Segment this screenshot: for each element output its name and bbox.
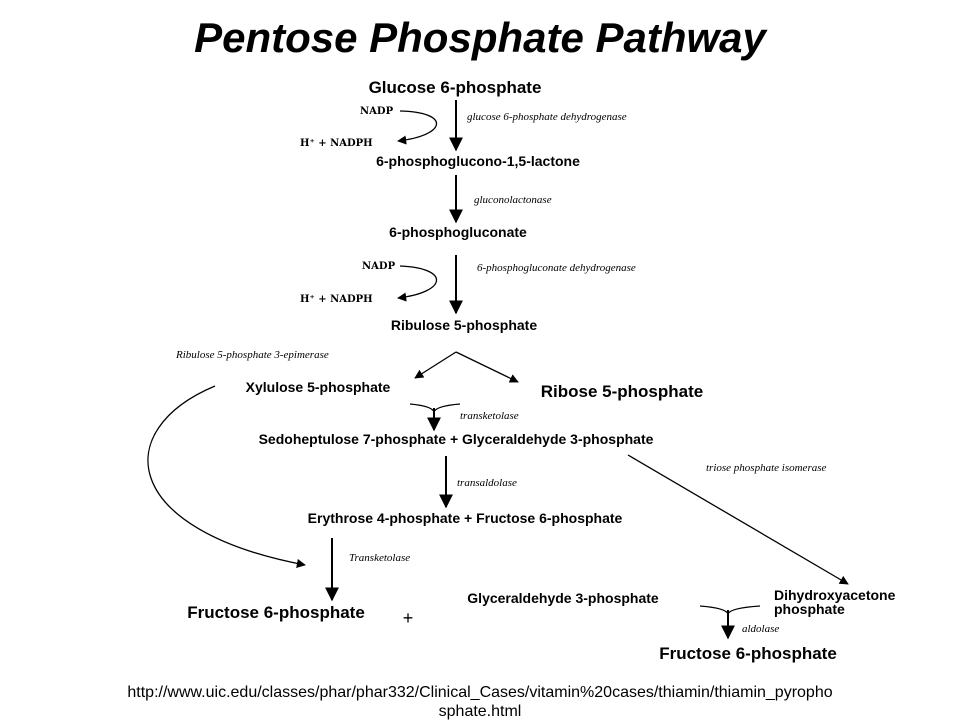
metabolite-ribose-5-phosphate: Ribose 5-phosphate bbox=[541, 382, 703, 401]
metabolite-glucose-6-phosphate: Glucose 6-phosphate bbox=[369, 78, 542, 97]
enzyme-g6pdh: glucose 6-phosphate dehydrogenase bbox=[467, 111, 627, 123]
metabolite-6-phosphogluconate: 6-phosphogluconate bbox=[389, 224, 527, 240]
metabolite-glyceraldehyde-3-phosphate: Glyceraldehyde 3-phosphate bbox=[467, 590, 659, 606]
cofactor-nadph-2: H⁺ + NADPH bbox=[300, 294, 373, 305]
enzyme-aldolase: aldolase bbox=[742, 623, 779, 635]
arrow-xylulose-to-fructose bbox=[147, 385, 306, 568]
page-title: Pentose Phosphate Pathway bbox=[194, 14, 768, 61]
arrow-nadp-to-nadph-1 bbox=[397, 110, 438, 145]
enzyme-triose-phosphate-isomerase: triose phosphate isomerase bbox=[706, 462, 827, 474]
enzyme-gluconolactonase: gluconolactonase bbox=[474, 194, 552, 206]
metabolite-sedoheptulose-glyceraldehyde: Sedoheptulose 7-phosphate + Glyceraldehy… bbox=[259, 431, 654, 447]
arrow-nadp-to-nadph-2 bbox=[397, 265, 438, 302]
metabolite-dihydroxyacetone: Dihydroxyacetone bbox=[774, 587, 896, 603]
enzyme-transaldolase: transaldolase bbox=[457, 477, 517, 489]
source-url-line-1: http://www.uic.edu/classes/phar/phar332/… bbox=[127, 684, 832, 701]
plus-sign: + bbox=[403, 608, 414, 628]
enzyme-epimerase: Ribulose 5-phosphate 3-epimerase bbox=[175, 349, 329, 361]
enzyme-transketolase-2: Transketolase bbox=[349, 552, 410, 564]
enzyme-pgdh: 6-phosphogluconate dehydrogenase bbox=[477, 262, 636, 274]
metabolite-fructose-6-phosphate-left: Fructose 6-phosphate bbox=[187, 603, 365, 622]
arrow-gap-to-dhap bbox=[627, 454, 849, 585]
metabolite-xylulose-5-phosphate: Xylulose 5-phosphate bbox=[246, 379, 391, 395]
metabolite-ribulose-5-phosphate: Ribulose 5-phosphate bbox=[391, 317, 537, 333]
arrow-ribulose-to-ribose bbox=[455, 351, 519, 383]
enzyme-transketolase-1: transketolase bbox=[460, 410, 519, 422]
metabolite-phosphoglucono-lactone: 6-phosphoglucono-1,5-lactone bbox=[376, 153, 580, 169]
cofactor-nadph-1: H⁺ + NADPH bbox=[300, 138, 373, 149]
metabolite-fructose-6-phosphate-right: Fructose 6-phosphate bbox=[659, 644, 837, 663]
cofactor-nadp-2: NADP bbox=[362, 261, 396, 272]
source-url-line-2: sphate.html bbox=[439, 703, 522, 720]
metabolite-dihydroxyacetone-phosphate: phosphate bbox=[774, 601, 845, 617]
aldolase-merge bbox=[699, 605, 761, 617]
cofactor-nadp-1: NADP bbox=[360, 106, 394, 117]
metabolite-erythrose-fructose: Erythrose 4-phosphate + Fructose 6-phosp… bbox=[308, 510, 623, 526]
arrow-ribulose-to-xylulose bbox=[414, 351, 457, 379]
